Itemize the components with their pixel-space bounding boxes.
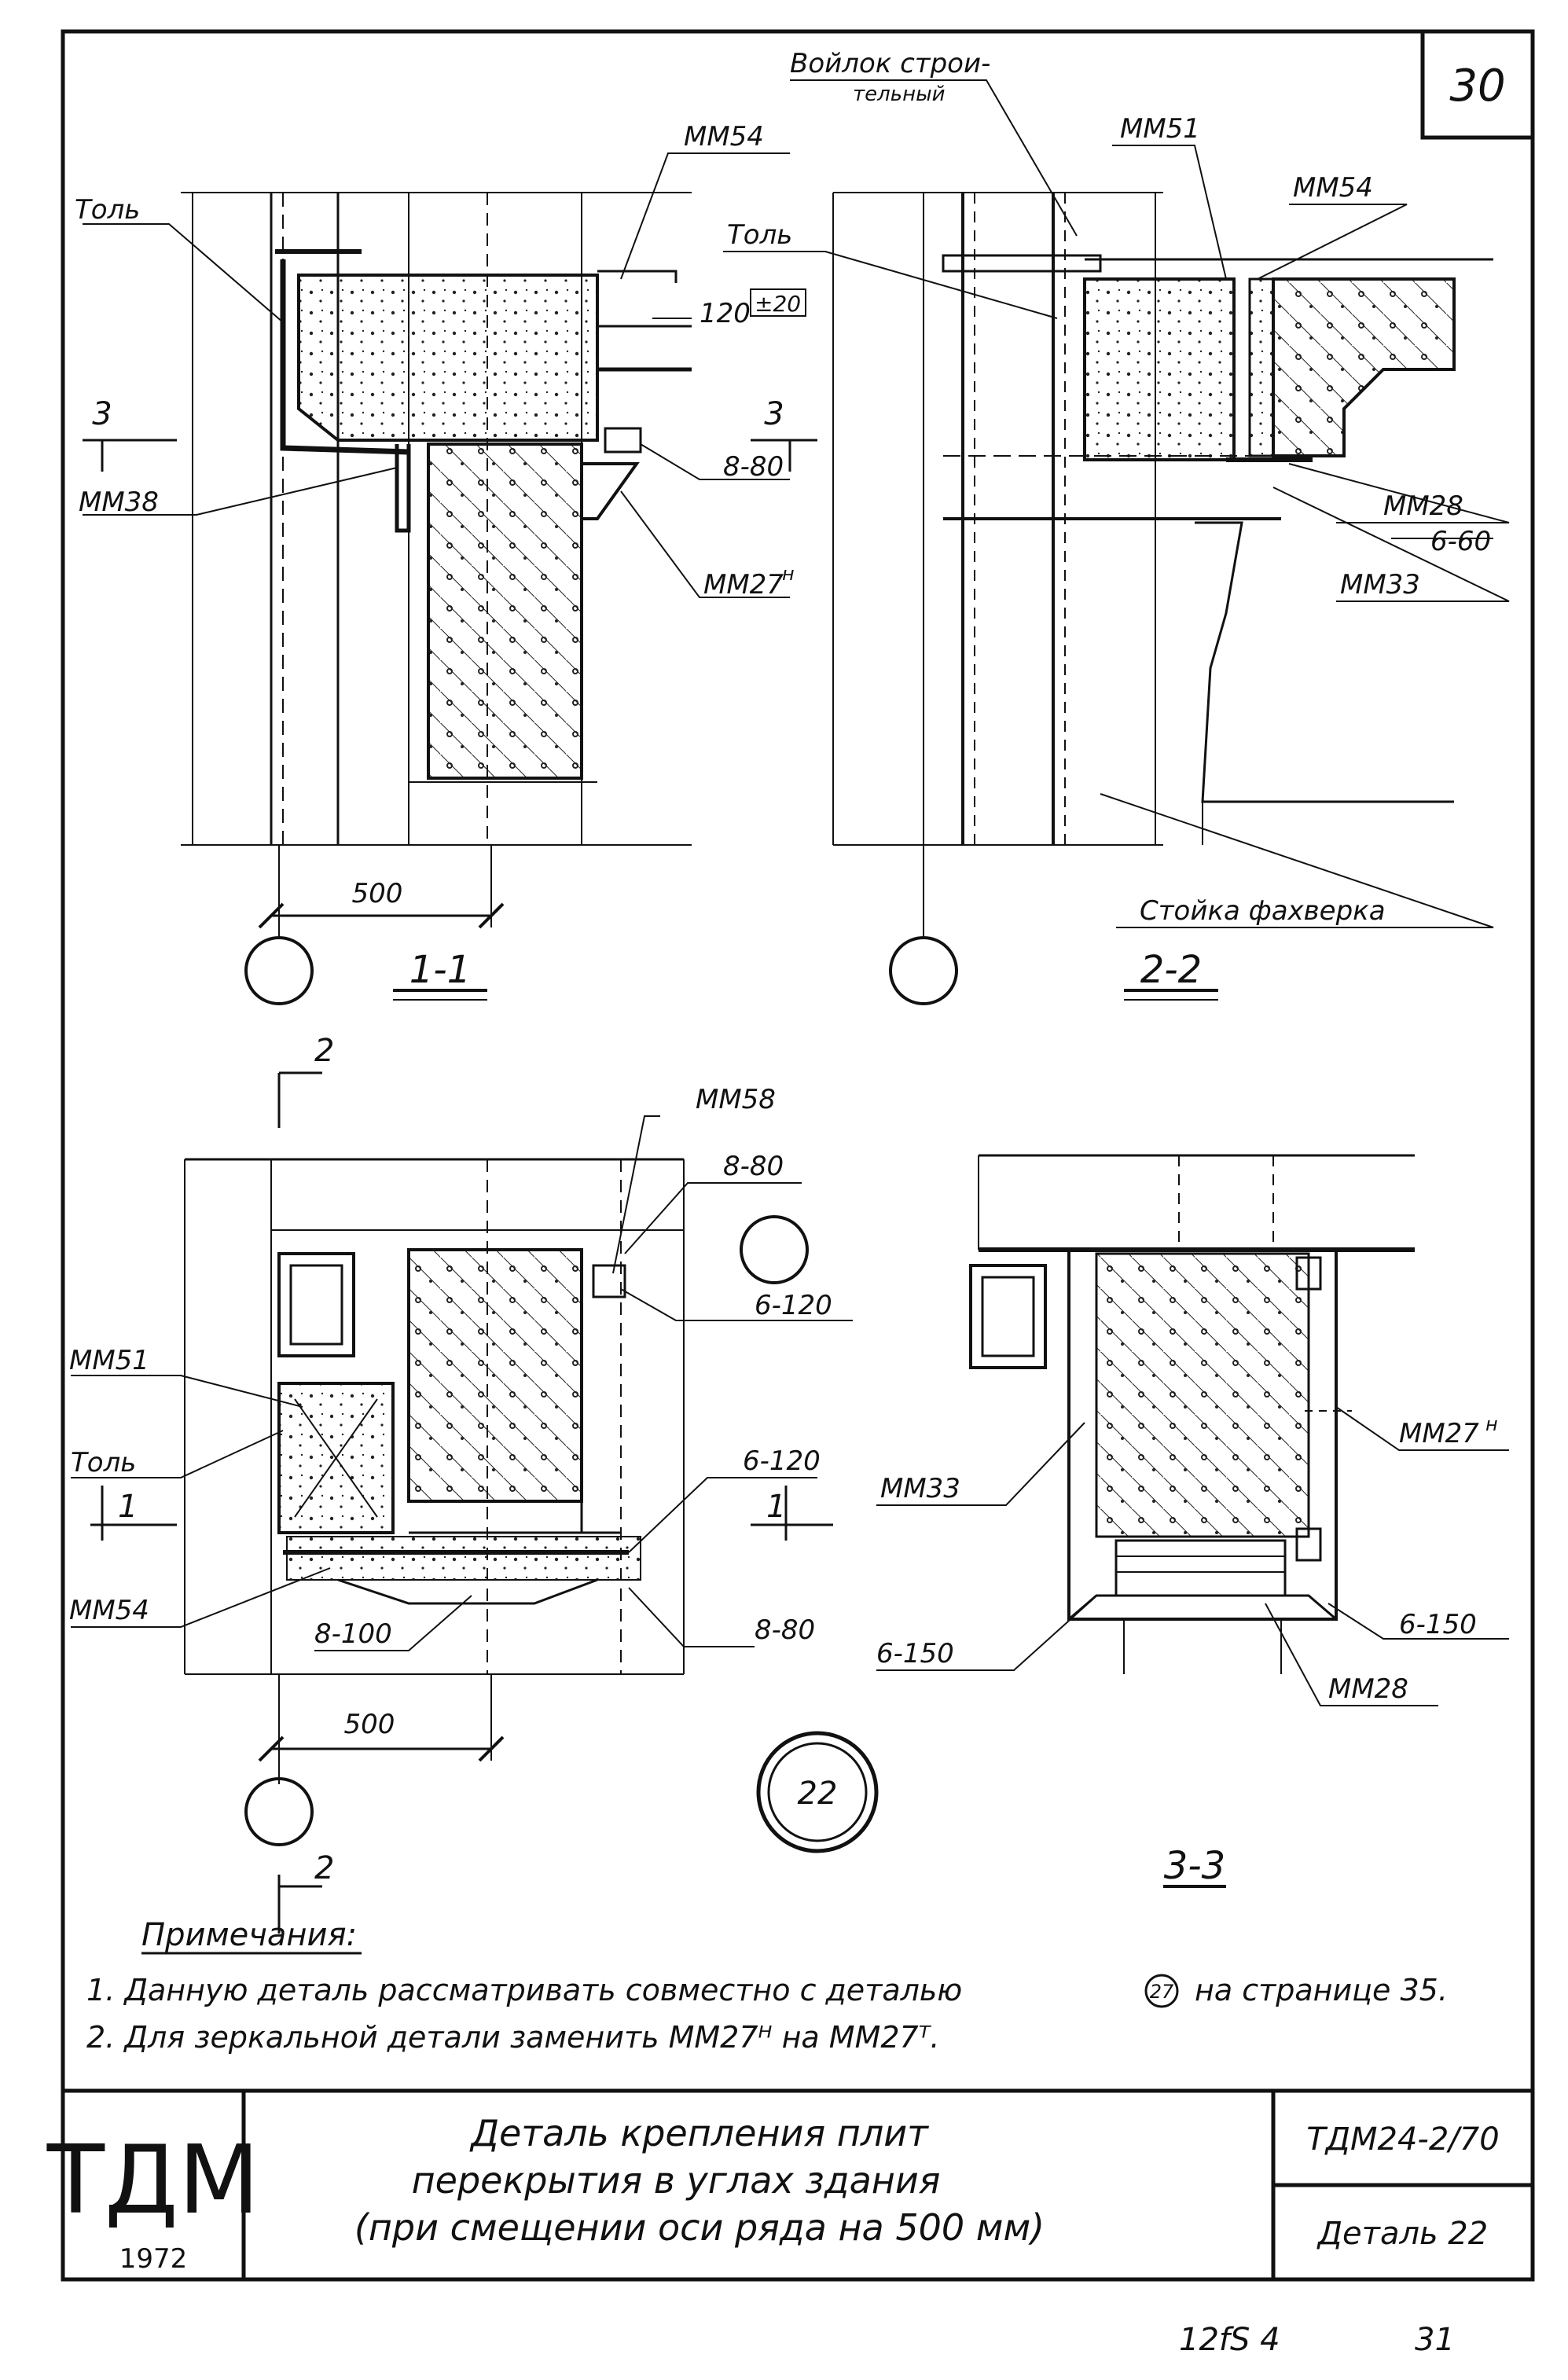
section-2-2-title: 2-2 <box>1140 948 1202 992</box>
label-mm33: ММ33 <box>880 1473 960 1504</box>
label-weld-8-80: 8-80 <box>723 451 784 483</box>
section-1-1-labels: Толь ММ54 3 ММ38 120 ±20 3 8-80 ММ27 н 5… <box>75 121 801 992</box>
label-mm58: ММ58 <box>696 1084 776 1115</box>
sheet-number: 30 <box>1449 61 1505 112</box>
detail-number: Деталь 22 <box>1316 2216 1488 2252</box>
label-mm28: ММ28 <box>1328 1673 1408 1705</box>
label-voilok: Войлок строи- <box>790 48 990 79</box>
title-line-2: перекрытия в углах здания <box>412 2159 941 2202</box>
doc-code: ТДМ24-2/70 <box>1306 2121 1499 2158</box>
label-weld-8-100: 8-100 <box>314 1618 392 1650</box>
title-block-text: ТДМ 1972 Деталь крепления плит перекрыти… <box>46 2112 1500 2275</box>
label-weld-6-60: 6-60 <box>1430 526 1491 557</box>
label-mm33: ММ33 <box>1340 569 1420 601</box>
plan-view <box>71 1071 1093 1934</box>
sheet-number-box: 30 <box>1420 29 1535 140</box>
note-line-1b: на странице 35. <box>1195 1973 1448 2007</box>
label-mm54: ММ54 <box>1293 172 1373 204</box>
label-tol: Толь <box>71 1447 136 1478</box>
section-3-3 <box>876 1154 1509 1888</box>
label-dim-500: 500 <box>352 878 403 909</box>
footer: 12fS 4 31 <box>1179 2322 1455 2358</box>
label-weld-6-150: 6-150 <box>876 1638 954 1669</box>
label-mm27h-sup: н <box>782 563 795 585</box>
label-cut1-right: 1 <box>766 1489 786 1525</box>
label-mm27h: ММ27 <box>1399 1418 1479 1449</box>
label-weld-6-120-b: 6-120 <box>743 1445 821 1477</box>
title-block <box>241 2091 1533 2279</box>
label-mm27h-sup: н <box>1485 1413 1498 1435</box>
label-mm51: ММ51 <box>1120 113 1200 145</box>
label-voilok-2: тельный <box>853 83 946 106</box>
title-line-3: (при смещении оси ряда на 500 мм) <box>354 2206 1045 2249</box>
label-tol: Толь <box>75 194 140 226</box>
label-mm51: ММ51 <box>69 1345 149 1376</box>
title-line-1: Деталь крепления плит <box>469 2112 929 2154</box>
section-1-1-title: 1-1 <box>409 948 471 992</box>
footer-right: 31 <box>1415 2322 1455 2358</box>
org-logo: ТДМ <box>46 2126 260 2235</box>
label-cut3-right: 3 <box>764 396 784 432</box>
label-mm27h: ММ27 <box>703 569 784 601</box>
notes-heading: Примечания: <box>141 1917 357 1953</box>
label-weld-8-80-bottom: 8-80 <box>755 1614 815 1646</box>
label-cut3-left: 3 <box>92 396 112 432</box>
section-3-3-title: 3-3 <box>1164 1844 1225 1888</box>
note-ref-circle <box>1144 1974 1179 2008</box>
label-tol: Толь <box>727 219 792 251</box>
section-3-3-labels: ММ33 ММ27 н 6-150 ММ28 3-3 <box>880 1413 1498 1888</box>
label-cut2-bottom: 2 <box>314 1850 334 1886</box>
org-year: 1972 <box>119 2243 188 2275</box>
sheet-frame <box>61 29 1535 2282</box>
label-mm28: ММ28 <box>1383 490 1463 522</box>
note-line-1a: 1. Данную деталь рассматривать совместно… <box>86 1973 962 2007</box>
note-line-2: 2. Для зеркальной детали заменить ММ27ᴴ … <box>86 2020 939 2055</box>
label-dim-120: 120 <box>700 298 751 329</box>
label-weld-8-80-top: 8-80 <box>723 1151 784 1182</box>
label-mm38: ММ38 <box>79 487 159 518</box>
section-2-2 <box>723 79 1510 1005</box>
label-cut1-left: 1 <box>118 1489 138 1525</box>
label-dim-500: 500 <box>344 1709 395 1740</box>
section-1-1 <box>83 152 817 1005</box>
detail-number-22: 22 <box>798 1776 838 1812</box>
notes: Примечания: 1. Данную деталь рассматрива… <box>86 1917 1448 2055</box>
plan-view-labels: 2 ММ58 8-80 6-120 ММ51 Толь 6-120 1 1 ММ… <box>69 1033 954 1886</box>
label-cut2-top: 2 <box>314 1033 334 1069</box>
label-stoika: Стойка фахверка <box>1140 895 1386 927</box>
footer-left: 12fS 4 <box>1179 2322 1280 2358</box>
label-mm54: ММ54 <box>69 1595 149 1626</box>
section-2-2-labels: Войлок строи- тельный ММ51 ММ54 Толь ММ2… <box>727 48 1491 992</box>
label-weld-6-120-a: 6-120 <box>755 1290 832 1321</box>
note-ref-27: 27 <box>1150 1981 1174 2003</box>
label-weld-6-150: 6-150 <box>1399 1609 1477 1640</box>
label-dim-pm20: ±20 <box>755 291 801 317</box>
label-mm54: ММ54 <box>684 121 764 152</box>
